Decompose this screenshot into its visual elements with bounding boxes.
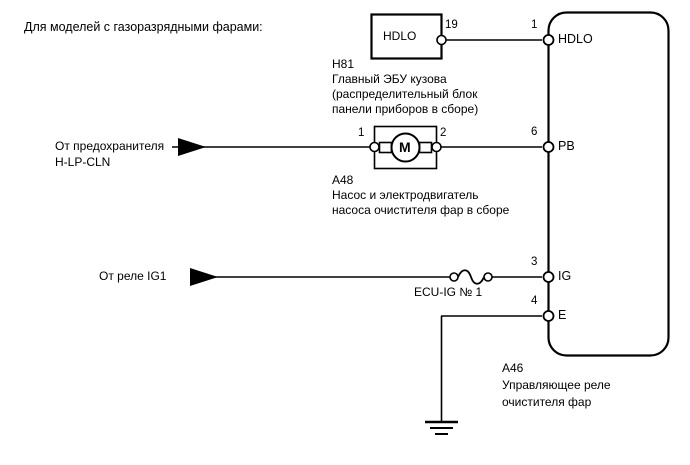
washer-pump-desc-line1: Насос и электродвигатель	[332, 188, 479, 202]
source-h-lp-cln-line1: От предохранителя	[55, 139, 165, 153]
relay-terminal-6-node	[542, 141, 555, 153]
body-ecu-code: H81	[332, 57, 355, 71]
fuse-label: ECU-IG № 1	[414, 285, 483, 299]
washer-pump-pin-2-label: 2	[440, 127, 447, 139]
body-ecu-desc-line2: (распределительный блок	[332, 87, 478, 101]
relay-pin-3-number: 3	[531, 256, 538, 268]
page-title: Для моделей с газоразрядными фарами:	[24, 20, 263, 34]
body-ecu-desc-line1: Главный ЭБУ кузова	[332, 72, 447, 86]
relay-terminal-3-node	[542, 271, 555, 283]
pump-pin-2-node	[431, 141, 442, 153]
motor-brush-left-icon	[378, 141, 393, 154]
washer-pump-desc-line2: насоса очистителя фар в сборе	[332, 203, 510, 217]
fuse-terminal-right-icon	[483, 272, 493, 282]
relay-pin-6-number: 6	[531, 126, 538, 138]
relay-a46-code: A46	[502, 361, 524, 375]
pump-pin-1-node	[369, 141, 380, 153]
washer-pump-pin-1-label: 1	[358, 127, 365, 139]
relay-pin-4-number: 4	[531, 295, 538, 307]
body-ecu-box-label: HDLO	[383, 29, 417, 43]
body-ecu-pin-19-label: 19	[445, 19, 458, 31]
arrow-h-lp-cln-icon	[178, 138, 206, 156]
relay-terminal-4-node	[542, 310, 555, 322]
relay-pin-1-number: 1	[531, 19, 538, 31]
relay-terminal-4-name: E	[558, 308, 567, 322]
relay-a46-desc-line1: Управляющее реле	[502, 378, 611, 392]
pin-19-node	[436, 34, 447, 46]
relay-terminal-1-name: HDLO	[558, 32, 593, 46]
relay-a46-outline	[547, 11, 670, 357]
relay-a46-desc-line2: очистителя фар	[502, 395, 592, 409]
relay-terminal-6-name: PB	[558, 139, 575, 153]
arrow-ig1-icon	[190, 268, 218, 286]
relay-terminal-1-node	[542, 34, 555, 46]
motor-brush-right-icon	[418, 141, 433, 154]
relay-terminal-3-name: IG	[558, 269, 572, 283]
body-ecu-desc-line3: панели приборов в сборе)	[332, 102, 479, 116]
source-ig1-line1: От реле IG1	[99, 269, 167, 283]
fuse-wave-icon	[457, 269, 485, 285]
fuse-terminal-left-icon	[449, 272, 459, 282]
source-h-lp-cln-line2: H-LP-CLN	[55, 155, 111, 169]
washer-pump-code: A48	[332, 173, 354, 187]
motor-symbol-label: M	[399, 139, 411, 155]
